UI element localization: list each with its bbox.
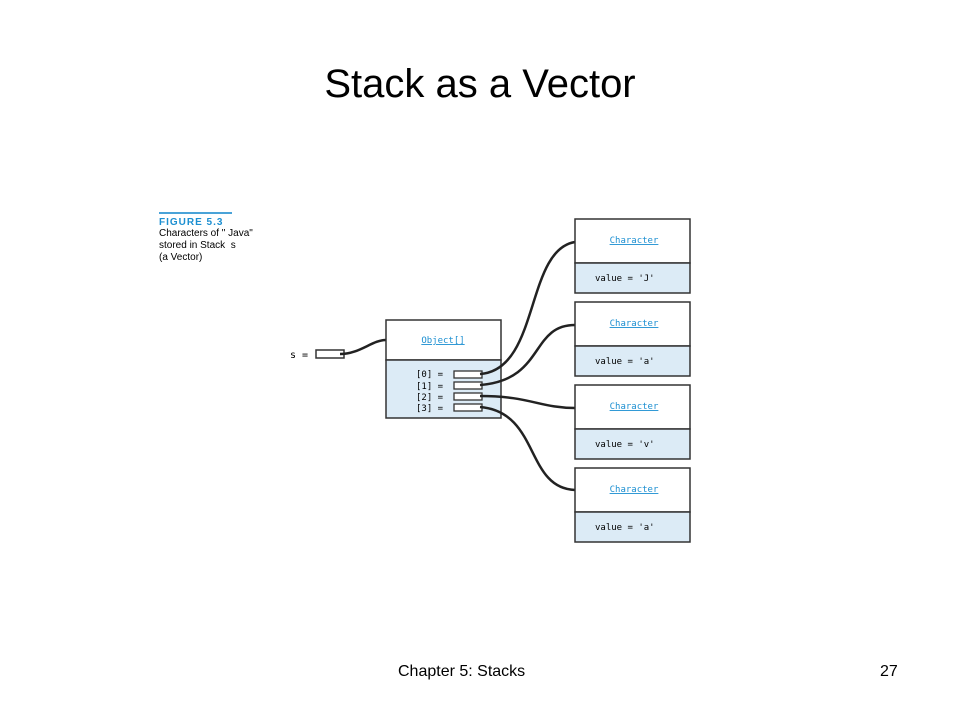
slot-reference-box — [453, 403, 483, 412]
character-box: Character value = 'a' — [574, 467, 691, 543]
footer-chapter: Chapter 5: Stacks — [398, 663, 526, 680]
character-box-header — [574, 218, 691, 264]
character-type-label: Character — [610, 402, 659, 412]
array-box-body — [385, 359, 502, 419]
character-value: value = 'J' — [595, 274, 655, 284]
character-type-label: Character — [610, 236, 659, 246]
arrow-slot2 — [479, 394, 576, 410]
slot-reference-box — [453, 381, 483, 390]
array-slot-label: [0] = — [416, 370, 444, 380]
array-slot-label: [2] = — [416, 393, 444, 403]
caption-line: Characters of " Java" — [159, 228, 253, 239]
character-box-body — [574, 345, 691, 377]
caption-line: stored in Stack s — [159, 240, 236, 251]
character-box: Character value = 'J' — [574, 218, 691, 294]
arrow-slot3 — [479, 405, 576, 492]
character-box-header — [574, 384, 691, 430]
slot-reference-box — [453, 392, 483, 401]
character-box: Character value = 'a' — [574, 301, 691, 377]
figure-caption: FIGURE 5.3 Characters of " Java" stored … — [159, 212, 299, 264]
slide-title: Stack as a Vector — [324, 62, 636, 106]
character-box: Character value = 'v' — [574, 384, 691, 460]
arrow-slot0 — [479, 240, 576, 376]
character-type-label: Character — [610, 485, 659, 495]
character-box-body — [574, 262, 691, 294]
character-value: value = 'v' — [595, 440, 655, 450]
character-value: value = 'a' — [595, 523, 655, 533]
character-type-label: Character — [610, 319, 659, 329]
array-type-label: Object[] — [421, 336, 464, 346]
variable-label: s = — [290, 350, 308, 361]
figure-label: FIGURE 5.3 — [159, 217, 224, 228]
arrow-s-to-array — [339, 338, 387, 356]
slot-reference-box — [453, 370, 483, 379]
character-value: value = 'a' — [595, 357, 655, 367]
caption-line: (a Vector) — [159, 252, 203, 263]
array-slot-label: [3] = — [416, 404, 444, 414]
character-box-body — [574, 428, 691, 460]
character-box-body — [574, 511, 691, 543]
footer-page-number: 27 — [880, 663, 898, 680]
arrow-slot1 — [479, 323, 576, 387]
figure-rule — [159, 212, 232, 214]
reference-box-s — [315, 349, 345, 359]
array-slot-label: [1] = — [416, 382, 444, 392]
character-box-header — [574, 301, 691, 347]
